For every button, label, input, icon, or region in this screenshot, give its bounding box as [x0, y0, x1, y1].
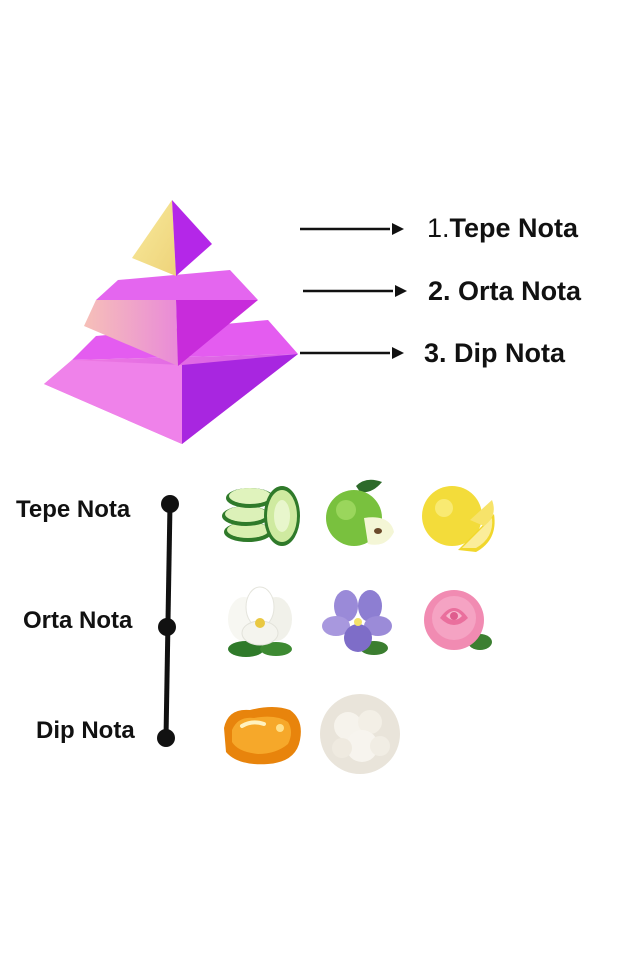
rose-icon [424, 590, 492, 650]
pyramid-middle-top [96, 270, 258, 300]
timeline-label-top: Tepe Nota [16, 496, 131, 523]
green-apple-icon [326, 479, 394, 546]
pyramid-base-left [44, 360, 182, 444]
pyramid-top-left [132, 200, 176, 276]
timeline-dot-middle [158, 618, 176, 636]
magnolia-icon [228, 586, 292, 657]
timeline-label-base: Dip Nota [36, 717, 135, 744]
musk-icon [320, 694, 400, 774]
fragrance-pyramid [44, 200, 407, 444]
notes-timeline [157, 495, 179, 747]
timeline-label-middle: Orta Nota [23, 607, 133, 634]
pyramid-middle-right [176, 300, 258, 366]
pyramid-label-top-num: 1. [427, 213, 450, 243]
amber-icon [224, 707, 301, 765]
pyramid-label-base-text: Dip Nota [454, 338, 566, 368]
pyramid-label-middle-text: Orta Nota [458, 276, 582, 306]
timeline-dot-base [157, 729, 175, 747]
timeline-dot-top [161, 495, 179, 513]
pyramid-label-top-text: Tepe Nota [449, 213, 579, 243]
pyramid-middle-front [84, 300, 178, 366]
pyramid-label-middle: 2. Orta Nota [428, 278, 581, 305]
arrow-middle [303, 285, 407, 297]
pyramid-base-right [182, 354, 298, 444]
pyramid-label-base-num: 3. [424, 338, 447, 368]
pyramid-label-base: 3. Dip Nota [424, 340, 565, 367]
pyramid-label-middle-num: 2. [428, 276, 451, 306]
arrow-base [300, 347, 404, 359]
violet-icon [322, 590, 392, 655]
arrow-top [300, 223, 404, 235]
cucumber-icon [222, 486, 300, 546]
grapefruit-icon [422, 486, 495, 552]
pyramid-label-top: 1.Tepe Nota [427, 215, 578, 242]
pyramid-top-right [172, 200, 212, 276]
